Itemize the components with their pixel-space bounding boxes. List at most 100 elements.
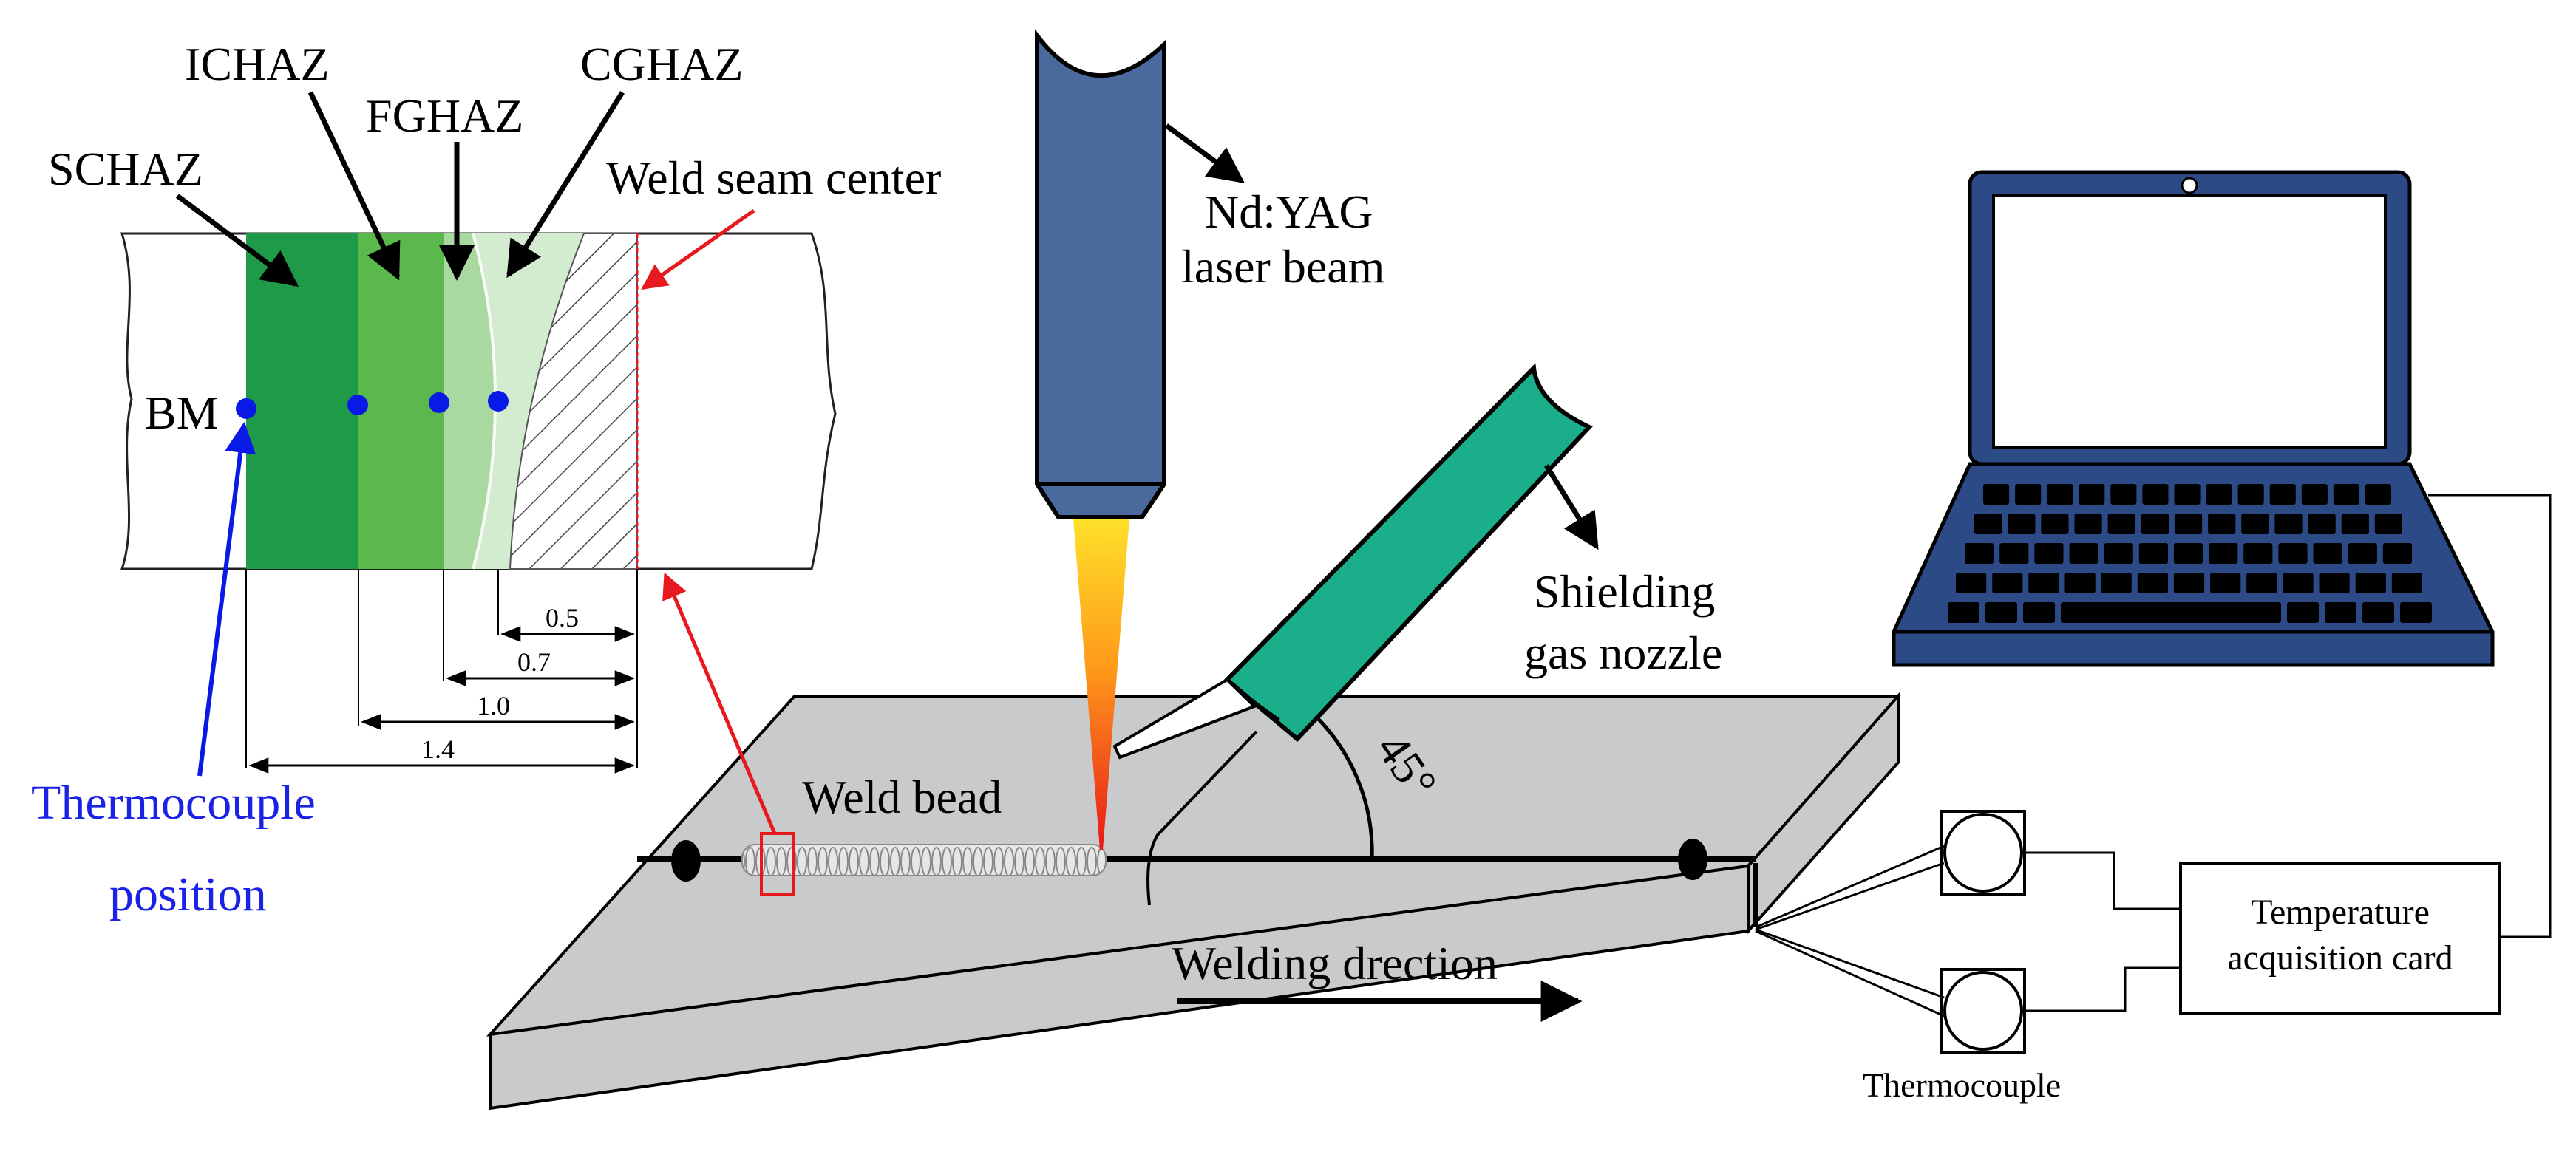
wire-tc1-card — [2025, 851, 2181, 910]
angle-arc — [1307, 708, 1374, 860]
keyboard-key — [2173, 573, 2205, 593]
keyboard-key — [2174, 484, 2201, 505]
pointer-schaz — [175, 194, 299, 287]
keyboard-key — [2382, 543, 2412, 564]
label-weld-seam-center: Weld seam center — [606, 151, 941, 204]
keyboard-key — [2069, 543, 2098, 564]
nozzle-tip — [1112, 678, 1257, 760]
keyboard-key — [2301, 484, 2328, 505]
pointer-thermocouple-position — [197, 421, 256, 777]
probe-wire-1a — [1755, 845, 1945, 929]
keyboard-key — [2391, 573, 2422, 593]
keyboard-key — [1974, 514, 2002, 534]
keyboard-key — [2287, 602, 2319, 623]
keyboard-key — [2210, 573, 2241, 593]
keyboard-key — [2008, 514, 2036, 534]
keyboard-key — [2278, 543, 2308, 564]
laser-beam — [1073, 519, 1129, 850]
keyboard-key — [1983, 484, 2010, 505]
tc-point-fghaz — [488, 391, 509, 412]
label-laser-2: laser beam — [1181, 240, 1384, 293]
keyboard-key — [2034, 543, 2064, 564]
keyboard-key — [2142, 484, 2169, 505]
dim-label-10: 1.0 — [477, 691, 510, 720]
keyboard-key — [2064, 573, 2096, 593]
probe-wire-2a — [1755, 928, 1945, 999]
probe-wire-1b — [1755, 862, 1945, 931]
keyboard-key — [2341, 514, 2369, 534]
thermocouple-2 — [1943, 971, 2023, 1051]
keyboard-key — [2138, 543, 2168, 564]
keyboard-key — [2107, 514, 2135, 534]
schaz-zone — [246, 233, 358, 569]
keyboard-key — [2269, 484, 2296, 505]
keyboard-key — [2174, 514, 2203, 534]
keyboard-key — [2110, 484, 2137, 505]
keyboard-key — [1999, 543, 2029, 564]
laptop-screen — [1992, 194, 2387, 449]
keyboard-key — [1956, 573, 1987, 593]
dim-label-05: 0.5 — [546, 603, 579, 633]
seam-end-right — [1678, 839, 1707, 880]
keyboard-key — [2362, 602, 2394, 623]
keyboard-key — [2041, 514, 2069, 534]
keyboard-key — [2028, 573, 2059, 593]
label-cghaz: CGHAZ — [580, 38, 743, 90]
acquisition-card — [2179, 862, 2501, 1015]
keyboard-key — [2400, 602, 2432, 623]
laptop-camera — [2181, 177, 2198, 194]
keyboard-key — [2308, 514, 2336, 534]
label-weld-bead: Weld bead — [802, 771, 1002, 823]
keyboard-key — [2101, 573, 2132, 593]
laptop — [1892, 170, 2495, 667]
keyboard-key — [2208, 514, 2236, 534]
keyboard-key — [2104, 543, 2133, 564]
dim-label-14: 1.4 — [421, 734, 455, 764]
keyboard-key — [2274, 514, 2303, 534]
keyboard-key — [2319, 573, 2350, 593]
keyboard-key — [2325, 602, 2356, 623]
nozzle-body — [1223, 363, 1594, 743]
keyboard-key — [2206, 484, 2232, 505]
keyboard-key — [2333, 484, 2359, 505]
dim-label-07: 0.7 — [517, 647, 551, 677]
label-thermocouple-position-1: Thermocouple — [31, 776, 316, 830]
pointer-section-marker — [662, 572, 777, 834]
keyboard-key — [2374, 514, 2402, 534]
keyboard-key — [2141, 514, 2169, 534]
label-acq-1: Temperature — [2251, 893, 2430, 932]
keyboard-key — [2355, 573, 2386, 593]
label-bm: BM — [145, 386, 219, 439]
probe-wire-2b — [1755, 930, 1945, 1017]
keyboard-key — [2074, 514, 2102, 534]
label-acq-2: acquisition card — [2227, 938, 2453, 978]
keyboard-key — [2283, 573, 2314, 593]
plate-right-face — [1747, 692, 1900, 935]
pointer-nozzle — [1544, 464, 1599, 550]
keyboard-key — [2237, 484, 2264, 505]
keyboard-key — [2348, 543, 2377, 564]
keyboard-spacebar — [2061, 602, 2281, 623]
pointer-laser — [1164, 123, 1245, 183]
wire-tc2-card — [2025, 966, 2181, 1012]
keyboard-key — [1965, 543, 1994, 564]
label-nozzle-1: Shielding — [1534, 565, 1715, 618]
workpiece: Weld bead Welding drection 45° — [486, 572, 1902, 1111]
keyboard-key — [2209, 543, 2238, 564]
keyboard-key — [1948, 602, 1979, 623]
tc-point-bm — [236, 398, 256, 419]
keyboard-key — [2023, 602, 2055, 623]
seam-end-left — [671, 840, 701, 882]
label-schaz: SCHAZ — [48, 143, 203, 195]
cghaz-zone — [472, 233, 584, 569]
cable-laptop-card — [2428, 494, 2552, 938]
keyboard-key — [2015, 484, 2042, 505]
dimension-lines: 0.5 0.7 1.0 1.4 — [245, 569, 638, 774]
gas-nozzle: Shielding gas nozzle — [1112, 363, 1722, 760]
keyboard-key — [2079, 484, 2105, 505]
keyboard-key — [2173, 543, 2203, 564]
label-laser-1: Nd:YAG — [1205, 185, 1373, 238]
tc-point-schaz — [347, 395, 368, 415]
